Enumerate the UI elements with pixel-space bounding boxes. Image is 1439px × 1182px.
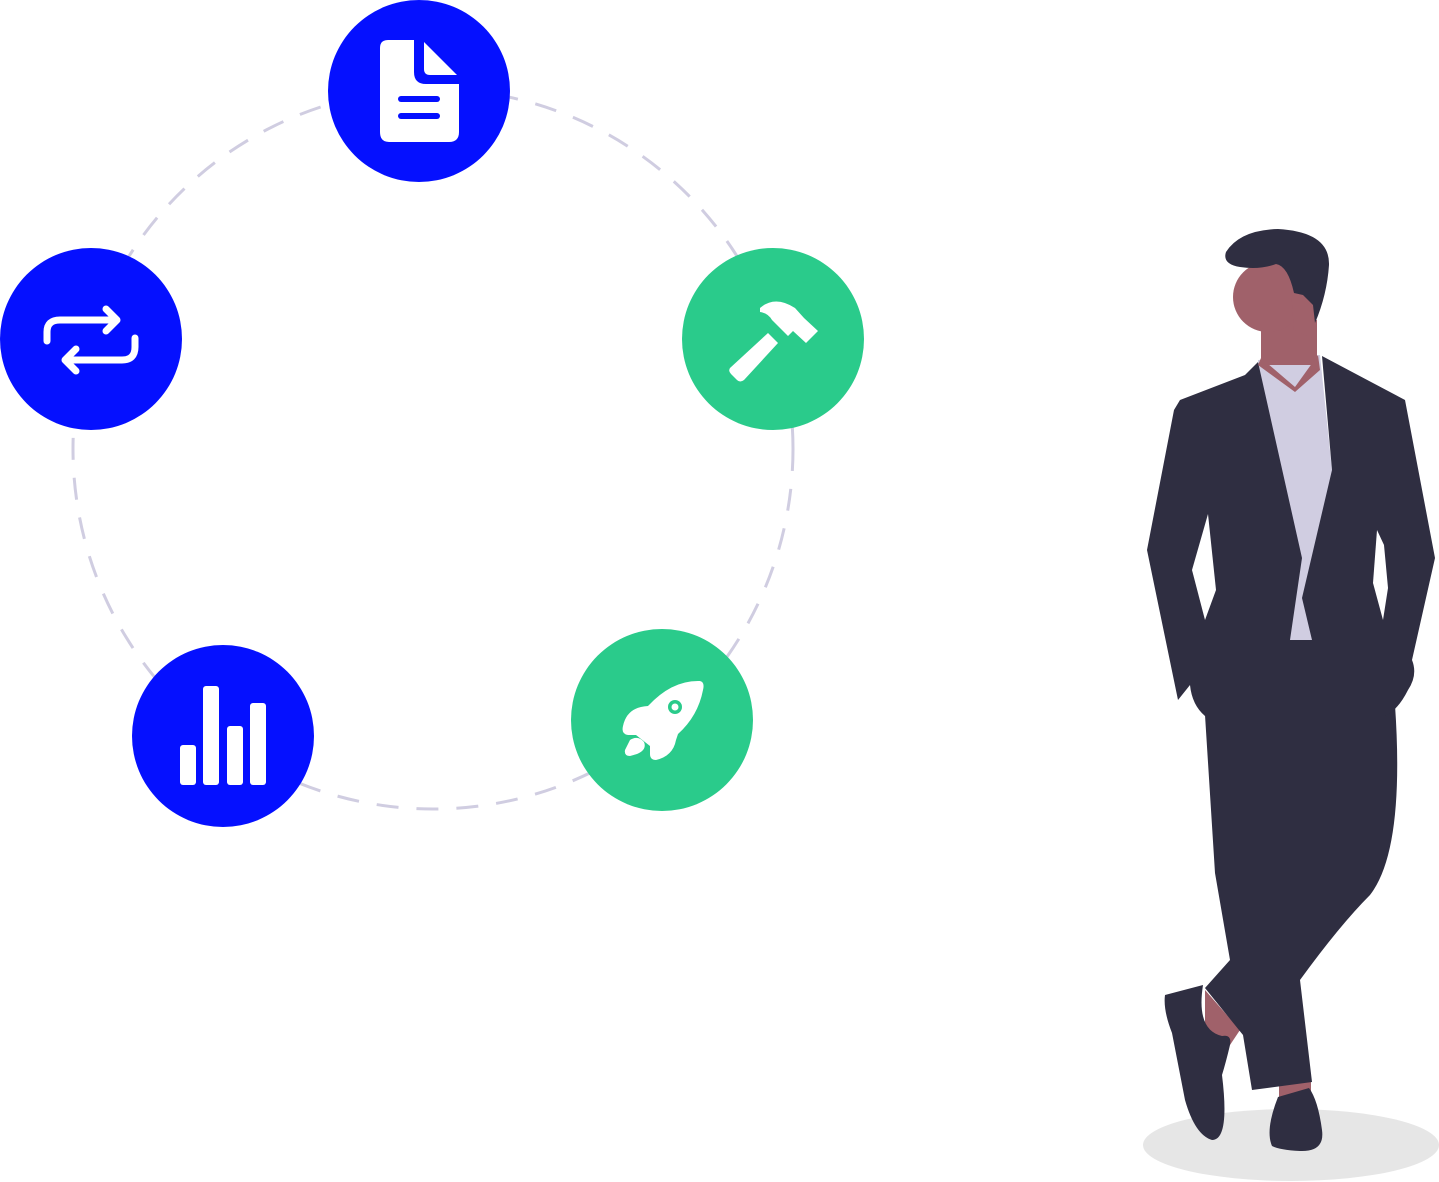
hammer-icon bbox=[729, 301, 818, 382]
node-hammer bbox=[682, 248, 864, 430]
person bbox=[1143, 229, 1439, 1181]
bar-chart-icon bbox=[180, 686, 266, 785]
node-bar-chart bbox=[132, 645, 314, 827]
node-repeat bbox=[0, 248, 182, 430]
node-rocket bbox=[571, 629, 753, 811]
document-icon bbox=[380, 40, 459, 142]
repeat-icon bbox=[43, 305, 139, 375]
rocket-icon bbox=[622, 680, 704, 760]
node-document bbox=[328, 0, 510, 182]
